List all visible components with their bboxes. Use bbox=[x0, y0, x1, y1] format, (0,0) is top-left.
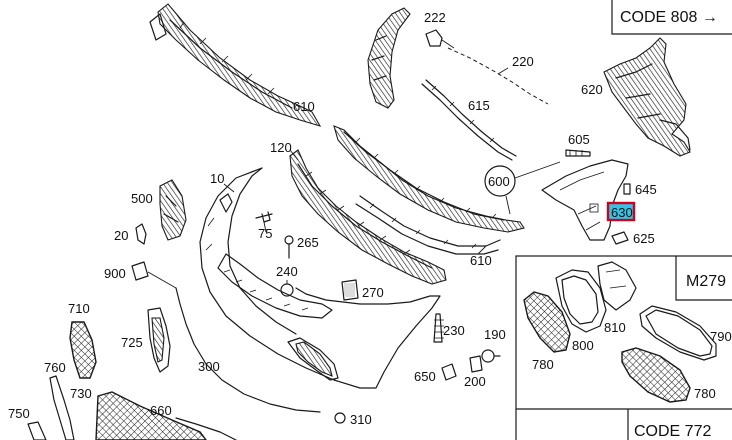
label-810: 810 bbox=[604, 320, 626, 335]
code-772-label: CODE 772 bbox=[634, 423, 711, 440]
part-780-grille-left: 780 bbox=[523, 291, 571, 372]
code-808-box: CODE 808 → bbox=[611, 0, 732, 35]
part-10-bumper-cover: 10 bbox=[199, 167, 441, 389]
part-790-frame: 790 bbox=[639, 305, 732, 361]
m279-box: M279 CODE 772 bbox=[515, 255, 732, 440]
part-810-bracket: 810 bbox=[597, 261, 637, 335]
part-610-impact-bar bbox=[333, 125, 525, 233]
label-310: 310 bbox=[350, 412, 372, 427]
label-605: 605 bbox=[568, 132, 590, 147]
part-120-energy-absorber: 120 bbox=[270, 140, 447, 285]
label-620: 620 bbox=[581, 82, 603, 97]
label-615: 615 bbox=[468, 98, 490, 113]
label-220: 220 bbox=[512, 54, 534, 69]
part-270-pad: 270 bbox=[341, 279, 384, 301]
label-725: 725 bbox=[121, 335, 143, 350]
label-200: 200 bbox=[464, 374, 486, 389]
part-190-sensor: 190 bbox=[481, 327, 506, 363]
part-240-clip: 240 bbox=[276, 264, 298, 297]
label-780-left: 780 bbox=[532, 357, 554, 372]
label-645: 645 bbox=[635, 182, 657, 197]
part-730-lower-grille: 730 bbox=[70, 386, 207, 440]
part-710-side-grille: 710 bbox=[68, 301, 97, 379]
part-760-strip: 760 bbox=[44, 360, 75, 440]
part-625-clip: 625 bbox=[611, 231, 655, 246]
label-265: 265 bbox=[297, 235, 319, 250]
part-900-clip: 900 bbox=[104, 261, 177, 289]
label-750: 750 bbox=[8, 406, 30, 421]
label-900: 900 bbox=[104, 266, 126, 281]
part-610-centre-upper-bracket bbox=[367, 7, 411, 109]
part-610-upper-bracket: 610 bbox=[149, 3, 322, 127]
part-605-clip: 605 bbox=[565, 132, 591, 157]
label-650: 650 bbox=[414, 369, 436, 384]
m279-label: M279 bbox=[686, 273, 726, 290]
part-610-lower-rail: 610 bbox=[355, 195, 501, 268]
label-600: 600 bbox=[488, 174, 510, 189]
part-222-clip: 222 bbox=[424, 10, 455, 49]
part-265-screw: 265 bbox=[284, 235, 319, 259]
label-610-bottom: 610 bbox=[470, 253, 492, 268]
label-10: 10 bbox=[210, 171, 224, 186]
part-780-grille-right: 780 bbox=[621, 347, 716, 403]
code-808-label: CODE 808 → bbox=[620, 9, 718, 26]
label-660: 660 bbox=[150, 403, 172, 418]
part-660-trim: 660 bbox=[150, 403, 237, 440]
part-20-clip: 20 bbox=[114, 223, 147, 245]
label-190: 190 bbox=[484, 327, 506, 342]
label-790: 790 bbox=[710, 329, 732, 344]
label-230: 230 bbox=[443, 323, 465, 338]
part-800-frame: 800 bbox=[555, 269, 607, 353]
part-750-strip: 750 bbox=[8, 406, 47, 440]
label-630: 630 bbox=[611, 205, 633, 220]
part-725-trim: 725 bbox=[121, 307, 171, 373]
part-500-bracket: 500 bbox=[131, 179, 187, 241]
label-270: 270 bbox=[362, 285, 384, 300]
label-625: 625 bbox=[633, 231, 655, 246]
label-610-top: 610 bbox=[293, 99, 315, 114]
part-220-trim-strip: 220 bbox=[447, 47, 549, 105]
label-75: 75 bbox=[258, 226, 272, 241]
label-20: 20 bbox=[114, 228, 128, 243]
part-75-screw: 75 bbox=[255, 211, 273, 241]
part-310-clip: 310 bbox=[334, 412, 372, 427]
part-645-clip: 645 bbox=[623, 182, 657, 197]
part-600-callout: 600 bbox=[484, 161, 561, 215]
part-200-sensor-holder: 200 bbox=[464, 355, 486, 389]
label-710: 710 bbox=[68, 301, 90, 316]
part-630-highlight[interactable] bbox=[606, 201, 636, 222]
label-500: 500 bbox=[131, 191, 153, 206]
label-730: 730 bbox=[70, 386, 92, 401]
part-620-right-bracket: 620 bbox=[581, 37, 691, 157]
label-120: 120 bbox=[270, 140, 292, 155]
label-300: 300 bbox=[198, 359, 220, 374]
part-630-side-bracket: 630 bbox=[541, 159, 636, 241]
label-222: 222 bbox=[424, 10, 446, 25]
part-615-guide-strip: 615 bbox=[421, 79, 517, 161]
label-760: 760 bbox=[44, 360, 66, 375]
part-230-bolt: 230 bbox=[433, 313, 465, 343]
part-650-clip: 650 bbox=[414, 363, 457, 384]
part-300-wiring-harness: 300 bbox=[175, 287, 321, 413]
label-800: 800 bbox=[572, 338, 594, 353]
label-780-right: 780 bbox=[694, 386, 716, 401]
label-240: 240 bbox=[276, 264, 298, 279]
